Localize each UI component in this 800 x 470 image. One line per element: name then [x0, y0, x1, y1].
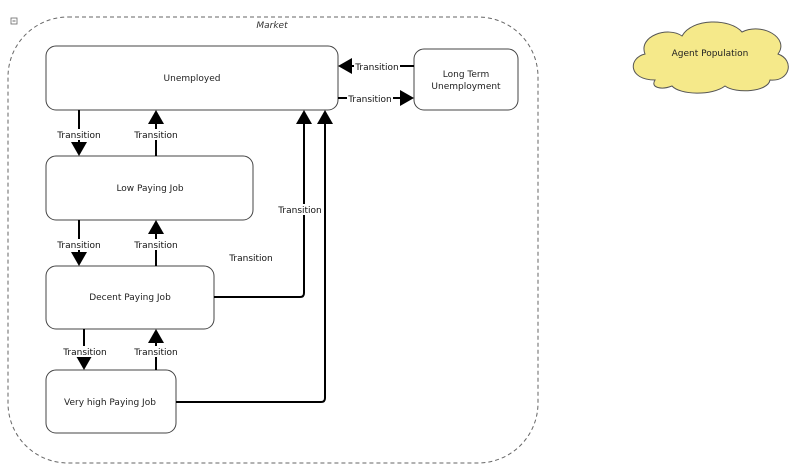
edge-label-decent-to-low: Transition	[133, 241, 178, 251]
minus-box-icon[interactable]	[10, 17, 18, 25]
node-long-term-label-line1: Long Term	[443, 70, 489, 80]
edge-label-low-to-unemployed: Transition	[133, 131, 178, 141]
edge-label-decent-to-very-high: Transition	[62, 348, 107, 358]
agent-population-cloud[interactable]: Agent Population	[632, 21, 789, 94]
node-unemployed-label: Unemployed	[164, 74, 221, 84]
node-low-paying-job[interactable]: Low Paying Job	[45, 155, 254, 221]
edge-label-low-to-decent: Transition	[56, 241, 101, 251]
node-very-high-paying-job[interactable]: Very high Paying Job	[45, 369, 177, 434]
edge-label-very-high-to-decent: Transition	[133, 348, 178, 358]
edge-label-very-high-to-unemployed: Transition	[228, 254, 273, 264]
edge-label-longterm-to-unemployed: Transition	[354, 63, 399, 73]
node-unemployed[interactable]: Unemployed	[45, 45, 339, 111]
edge-very-high-to-unemployed	[176, 110, 333, 403]
agent-population-label: Agent Population	[672, 49, 749, 59]
edge-label-unemployed-to-longterm: Transition	[347, 95, 392, 105]
market-title: Market	[256, 21, 288, 31]
node-long-term-label-line2: Unemployment	[431, 82, 501, 92]
edge-labels: Transition Transition Transition Transit…	[56, 61, 400, 358]
edge-decent-to-unemployed	[214, 110, 312, 298]
node-low-paying-label: Low Paying Job	[116, 184, 183, 194]
node-decent-paying-job[interactable]: Decent Paying Job	[45, 265, 215, 330]
node-very-high-paying-label: Very high Paying Job	[64, 398, 156, 408]
market-container	[7, 16, 539, 464]
node-long-term-unemployment[interactable]: Long Term Unemployment	[413, 48, 519, 111]
node-decent-paying-label: Decent Paying Job	[89, 293, 171, 303]
edge-label-unemployed-to-low: Transition	[56, 131, 101, 141]
edge-label-decent-to-unemployed: Transition	[277, 206, 322, 216]
